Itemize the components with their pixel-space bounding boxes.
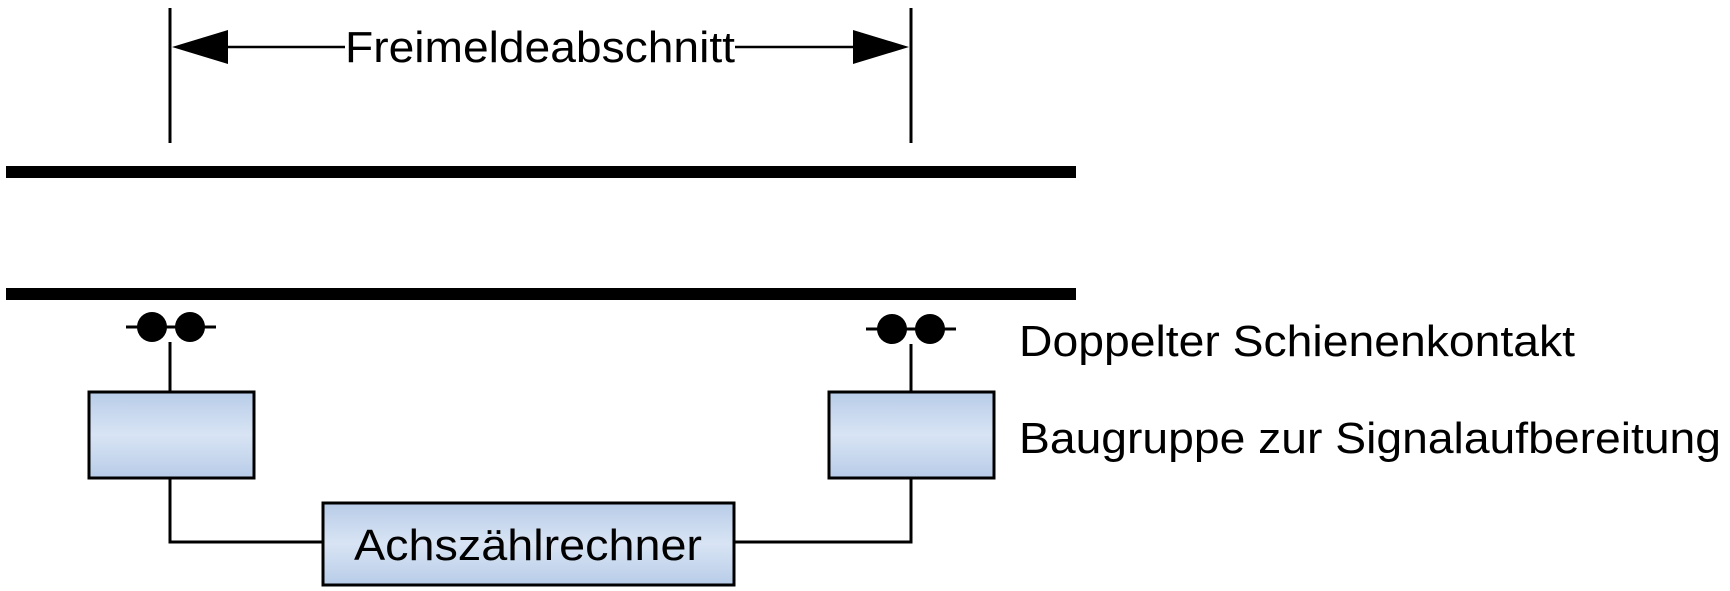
connector-right-module-computer xyxy=(734,478,913,544)
rail-bottom xyxy=(6,288,1076,300)
section-arrow-right-head xyxy=(853,30,909,64)
signal-module-left xyxy=(87,390,256,480)
rail-contact-right xyxy=(866,314,956,344)
rail-contact-left xyxy=(126,312,216,342)
legend-signal-module: Baugruppe zur Signalaufbereitung xyxy=(1019,414,1721,463)
rail-top xyxy=(6,166,1076,178)
section-arrow-left-head xyxy=(172,30,228,64)
legend-rail-contact: Doppelter Schienenkontakt xyxy=(1019,317,1575,366)
axle-counter-computer-label: Achszählrechner xyxy=(354,521,702,570)
signal-module-right xyxy=(827,390,996,480)
section-label: Freimeldeabschnitt xyxy=(345,23,735,72)
connector-left-module-computer xyxy=(168,478,323,544)
axle-counter-computer xyxy=(321,501,736,587)
